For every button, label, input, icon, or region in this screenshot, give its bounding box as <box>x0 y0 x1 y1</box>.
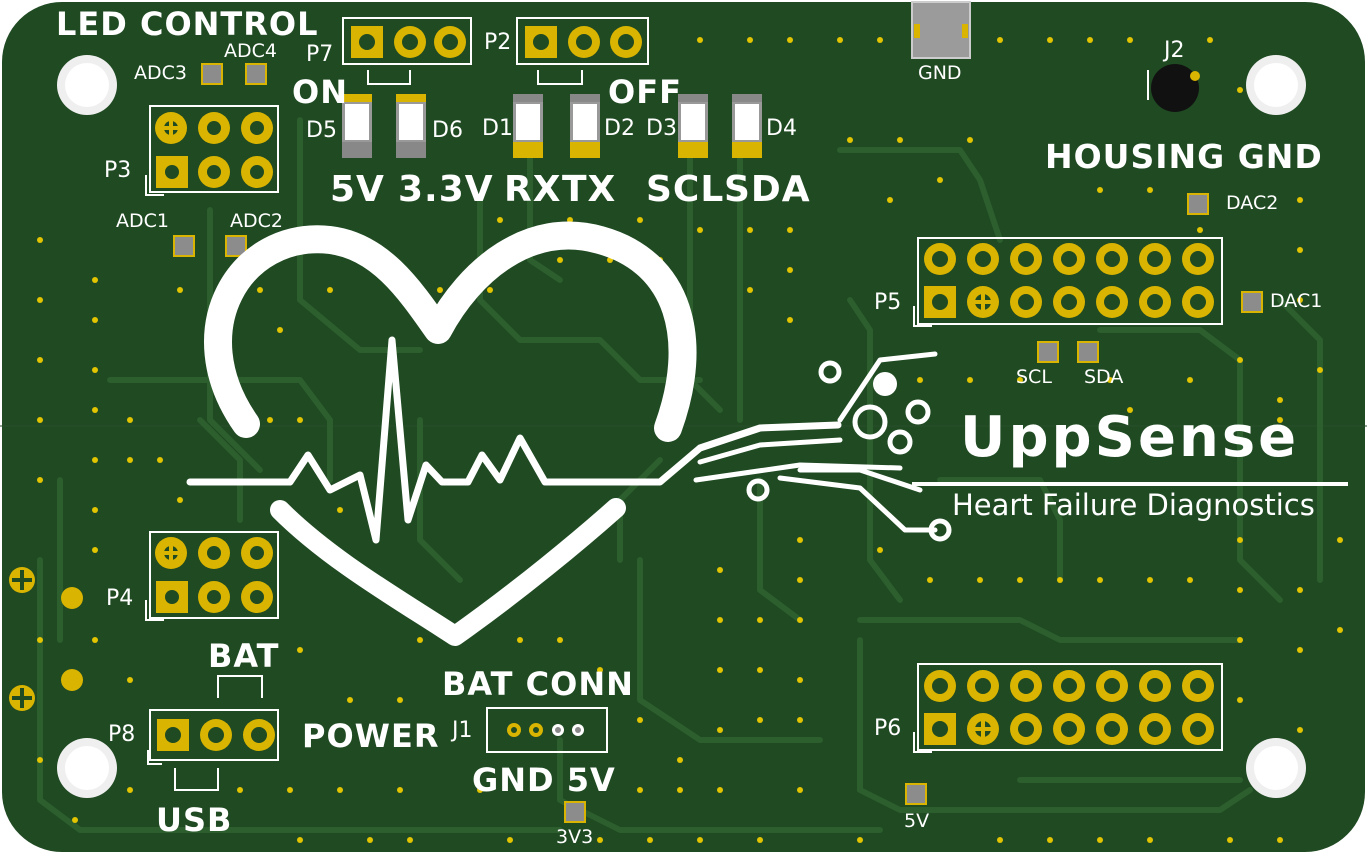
ref-d1: D1 <box>482 116 513 141</box>
test-points <box>173 63 1263 823</box>
led-label-sda: SDA <box>724 169 811 210</box>
led-label-tx: TX <box>562 169 617 210</box>
tagline-underline <box>912 482 1348 486</box>
led-label-scl: SCL <box>646 169 725 210</box>
led-label-5v: 5V <box>330 169 385 210</box>
tp-3v3: 3V3 <box>556 826 594 848</box>
tp-adc4: ADC4 <box>224 40 277 62</box>
tp-adc2: ADC2 <box>230 210 283 232</box>
header-p8-pins <box>157 719 275 751</box>
gnd-pad <box>911 1 971 59</box>
label-on: ON <box>292 73 348 111</box>
heading-housing-gnd: HOUSING GND <box>1045 137 1323 176</box>
ref-d3: D3 <box>646 116 677 141</box>
label-bat: BAT <box>208 637 280 675</box>
ref-d4: D4 <box>766 116 797 141</box>
ref-p5: P5 <box>874 290 902 315</box>
led-label-rx: RX <box>504 169 562 210</box>
tp-dac2: DAC2 <box>1226 192 1279 214</box>
label-usb: USB <box>156 801 233 839</box>
tp-sda: SDA <box>1084 366 1124 388</box>
ref-p8: P8 <box>108 722 136 747</box>
ref-j2: J2 <box>1164 38 1185 63</box>
ref-j1: J1 <box>452 718 473 743</box>
ref-d2: D2 <box>604 116 635 141</box>
tp-dac1: DAC1 <box>1270 290 1323 312</box>
connector-j1 <box>507 723 584 737</box>
header-p4-pins <box>155 537 273 613</box>
label-off: OFF <box>608 73 682 111</box>
header-p7-pins <box>351 26 466 58</box>
led-components <box>342 94 762 158</box>
brand-tagline: Heart Failure Diagnostics <box>952 488 1315 522</box>
tp-adc3: ADC3 <box>134 62 187 84</box>
brand-name: UppSense <box>960 405 1300 470</box>
header-p3-pins <box>155 112 273 188</box>
ref-d5: D5 <box>306 118 337 143</box>
label-gnd-5v: GND 5V <box>472 761 616 799</box>
header-p6-pins <box>924 670 1214 745</box>
tp-5v: 5V <box>904 810 930 832</box>
ref-p2: P2 <box>484 30 512 55</box>
heart-logo <box>186 221 952 646</box>
silkscreen-outlines <box>145 17 1223 791</box>
tp-gnd: GND <box>918 62 962 84</box>
tp-scl: SCL <box>1016 366 1052 388</box>
led-label-3v3: 3.3V <box>398 169 494 210</box>
vias <box>37 37 1343 843</box>
header-p2-pins <box>525 26 642 58</box>
ref-p4: P4 <box>106 586 134 611</box>
ref-p6: P6 <box>874 716 902 741</box>
heading-bat-conn: BAT CONN <box>442 665 634 703</box>
heading-led-control: LED CONTROL <box>56 5 319 43</box>
ref-p3: P3 <box>104 158 132 183</box>
mounting-holes <box>57 55 1306 798</box>
ref-d6: D6 <box>432 118 463 143</box>
label-power: POWER <box>302 717 440 755</box>
ref-p7: P7 <box>306 42 334 67</box>
connector-j2 <box>1151 64 1200 112</box>
header-p5-pins <box>924 243 1214 318</box>
tp-adc1: ADC1 <box>116 210 169 232</box>
